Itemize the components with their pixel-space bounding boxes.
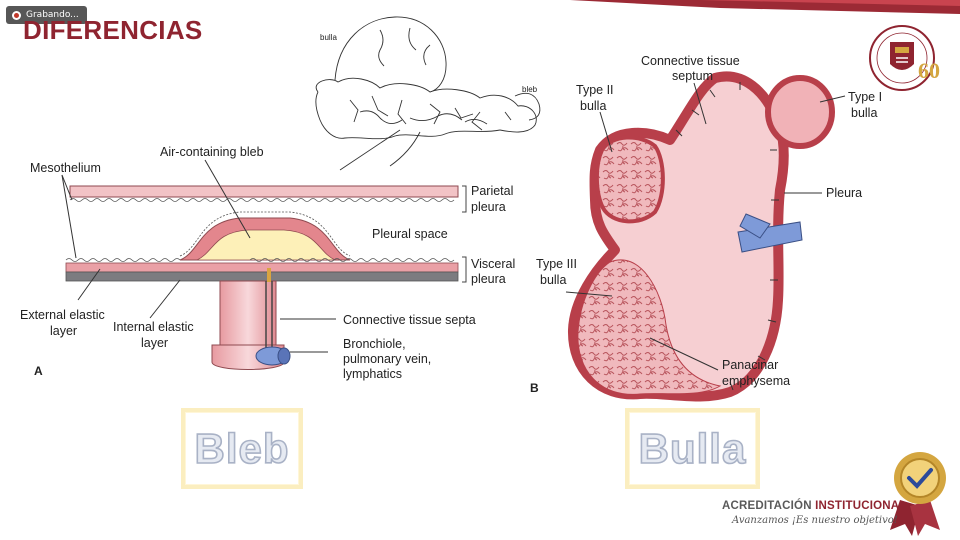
accreditation-title: ACREDITACIÓN INSTITUCIONAL [722, 500, 907, 512]
label-parietal-2: pleura [471, 200, 506, 214]
bulla-word-box: Bulla [625, 408, 760, 489]
bleb-word-box: Bleb [181, 408, 303, 489]
top-ribbon [570, 0, 960, 14]
panel-b-letter: B [530, 381, 539, 395]
label-bronch-2: pulmonary vein, [343, 352, 431, 366]
label-type2-2: bulla [580, 99, 606, 113]
label-bronch-3: lymphatics [343, 367, 402, 381]
label-air-bleb: Air-containing bleb [160, 145, 264, 159]
bulla-word: Bulla [638, 424, 747, 473]
record-dot-icon [12, 10, 21, 20]
accreditation-slogan: Avanzamos ¡Es nuestro objetivo! [732, 515, 898, 526]
label-parietal-1: Parietal [471, 184, 513, 198]
accreditation-medal-icon [890, 452, 946, 536]
label-panacinar-1: Panacinar [722, 358, 778, 372]
label-visceral-1: Visceral [471, 257, 515, 271]
panel-b-diagram [565, 71, 846, 402]
label-pleura: Pleura [826, 186, 862, 200]
label-ext-elastic-2: layer [50, 324, 77, 338]
label-bronch-1: Bronchiole, [343, 337, 406, 351]
label-ext-elastic-1: External elastic [20, 308, 105, 322]
svg-text:60: 60 [918, 58, 940, 83]
label-int-elastic-1: Internal elastic [113, 320, 194, 334]
panel-a-letter: A [34, 364, 43, 378]
label-ct-septum-1: Connective tissue [641, 54, 740, 68]
recording-indicator[interactable]: Grabando... [6, 6, 87, 24]
lung-sketch [315, 16, 541, 171]
panel-a-diagram [61, 159, 467, 370]
label-visceral-2: pleura [471, 272, 506, 286]
sketch-bulla-label: bulla [320, 33, 337, 42]
label-ct-septa: Connective tissue septa [343, 313, 476, 327]
label-type3-1: Type III [536, 257, 577, 271]
label-type1-1: Type I [848, 90, 882, 104]
sketch-bleb-label: bleb [522, 85, 538, 94]
label-type1-2: bulla [851, 106, 877, 120]
label-ct-septum-2: septum [672, 69, 713, 83]
bleb-word: Bleb [194, 424, 290, 473]
slide-title: DIFERENCIAS [23, 15, 203, 45]
university-seal-icon: 60 [869, 25, 940, 91]
label-type2-1: Type II [576, 83, 614, 97]
recording-label: Grabando... [26, 10, 79, 20]
accreditation-title-b: INSTITUCIONAL [815, 500, 907, 512]
accreditation-title-a: ACREDITACIÓN [722, 500, 816, 512]
label-int-elastic-2: layer [141, 336, 168, 350]
label-type3-2: bulla [540, 273, 566, 287]
label-mesothelium: Mesothelium [30, 161, 101, 175]
label-panacinar-2: emphysema [722, 374, 790, 388]
label-pleural-space: Pleural space [372, 227, 448, 241]
